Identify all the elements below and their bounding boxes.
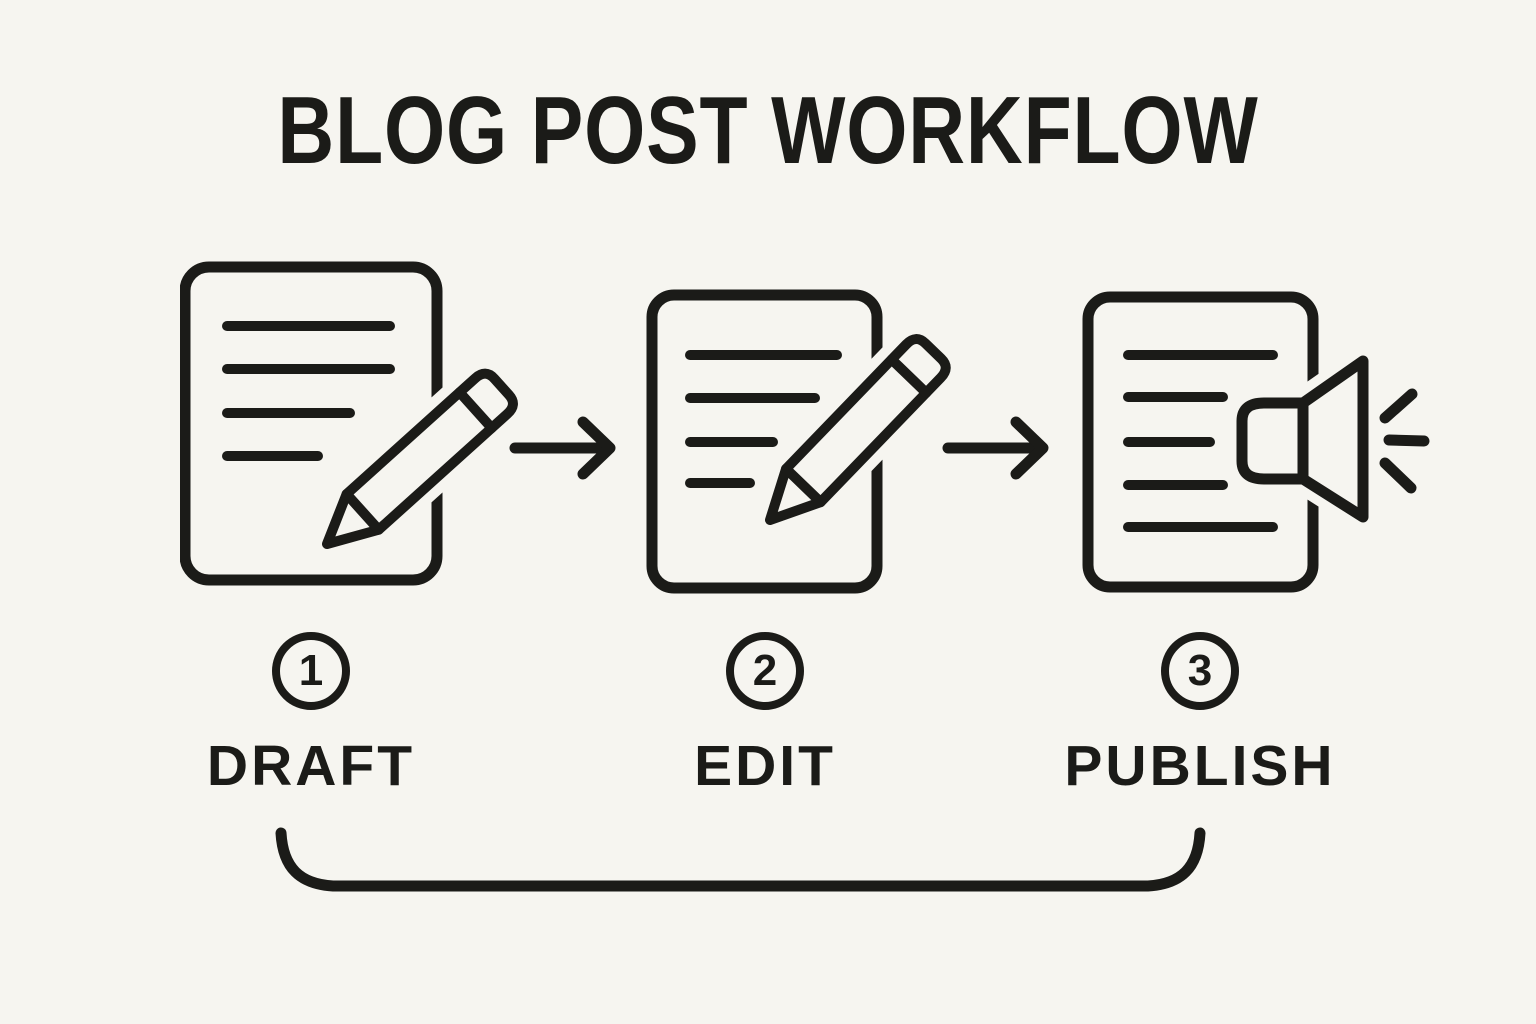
document-pencil-icon [646,289,961,594]
return-bracket-curve [275,827,1206,892]
document-pencil-icon [180,261,520,586]
arrow-right-icon [509,416,616,480]
step-label-publish: PUBLISH [1064,734,1336,798]
step-number: 1 [298,646,324,695]
pencil-icon [312,358,520,559]
pencil-icon [755,324,961,535]
step-label-draft: DRAFT [206,734,416,798]
step-number: 2 [752,646,778,695]
sound-rays-icon [1379,388,1430,494]
step-number: 3 [1187,646,1213,695]
diagram-title: BLOG POST WORKFLOW [277,77,1259,184]
arrow-right-icon [942,416,1049,480]
document-speaker-icon [1082,291,1430,593]
step-number-badge: 3 [1161,632,1239,710]
step-number-badge: 2 [726,632,804,710]
step-number-badge: 1 [272,632,350,710]
speaker-icon [1227,346,1430,532]
step-label-edit: EDIT [694,734,836,798]
